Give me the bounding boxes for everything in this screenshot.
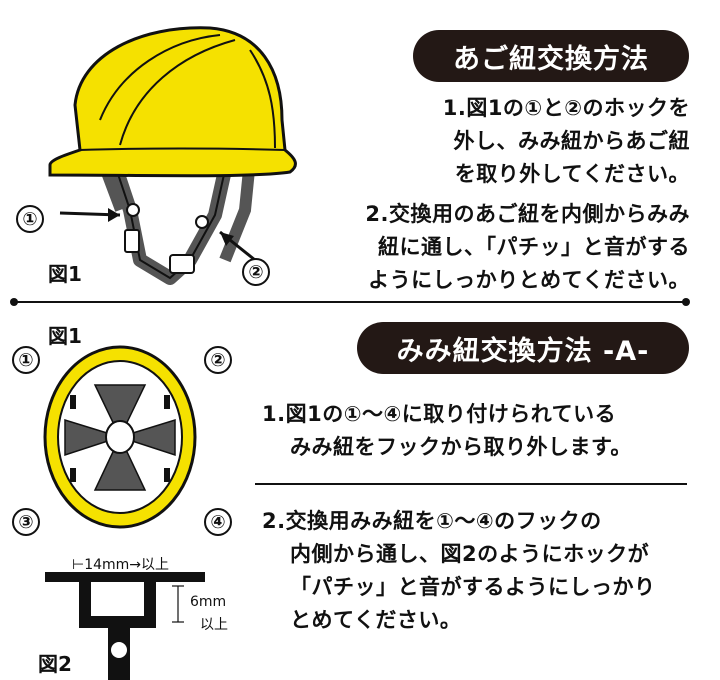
top-marker-1: ① <box>12 346 40 374</box>
divider-dot-right <box>682 298 690 306</box>
section2-step2-line2: 内側から通し、図2のようにホックが <box>290 542 650 566</box>
hook-dimension-diagram <box>45 572 205 680</box>
section2-step1: 1.図1の①～④に取り付けられている みみ紐をフックから取り外します。 <box>262 398 692 464</box>
figure1-top-label: 図1 <box>48 324 82 348</box>
section2-step1-line2: みみ紐をフックから取り外します。 <box>290 435 632 459</box>
section1-step2-line1: 2.交換用のあご紐を内側からみみ <box>365 202 690 226</box>
step-divider <box>255 483 687 485</box>
dim-height: 6mm <box>190 594 227 610</box>
marker-2: ② <box>242 258 270 286</box>
dim-width-suffix: 以上 <box>141 557 170 573</box>
section1-step1-line3: を取り外してください。 <box>454 162 690 186</box>
section2-step1-line1: 1.図1の①～④に取り付けられている <box>262 402 617 426</box>
dim-height-suffix: 以上 <box>200 617 228 633</box>
helmet-top-illustration <box>43 345 197 529</box>
top-marker-3: ③ <box>12 508 40 536</box>
section2-step2-line3: 「パチッ」と音がするようにしっかり <box>290 575 656 599</box>
section1-title: あご紐交換方法 <box>413 30 689 82</box>
dim-width: ⊢14mm→以上 <box>72 557 170 573</box>
figure1-label: 図1 <box>48 262 82 286</box>
section1-step1: 1.図1の①と②のホックを 外し、みみ紐からあご紐 を取り外してください。 <box>370 92 690 191</box>
top-marker-2: ② <box>204 346 232 374</box>
section1-step2-line3: ようにしっかりとめてください。 <box>368 268 690 292</box>
figure2-label: 図2 <box>38 652 72 676</box>
section2-step2-line1: 2.交換用みみ紐を①～④のフックの <box>262 509 602 533</box>
section1-step2: 2.交換用のあご紐を内側からみみ 紐に通し、「パチッ」と音がする ようにしっかり… <box>290 198 690 297</box>
section2-title: みみ紐交換方法 -A- <box>357 322 689 374</box>
helmet-side-illustration <box>48 26 297 285</box>
section2-step2: 2.交換用みみ紐を①～④のフックの 内側から通し、図2のようにホックが 「パチッ… <box>262 505 692 637</box>
top-marker-4: ④ <box>204 508 232 536</box>
dim-width-value: 14mm <box>84 557 130 573</box>
section2-step2-line4: とめてください。 <box>290 608 462 632</box>
section1-step1-line2: 外し、みみ紐からあご紐 <box>453 129 690 153</box>
section1-step1-line1: 1.図1の①と②のホックを <box>442 96 690 120</box>
section-divider <box>14 301 686 303</box>
marker-1: ① <box>16 205 44 233</box>
section1-step2-line2: 紐に通し、「パチッ」と音がする <box>378 235 690 259</box>
